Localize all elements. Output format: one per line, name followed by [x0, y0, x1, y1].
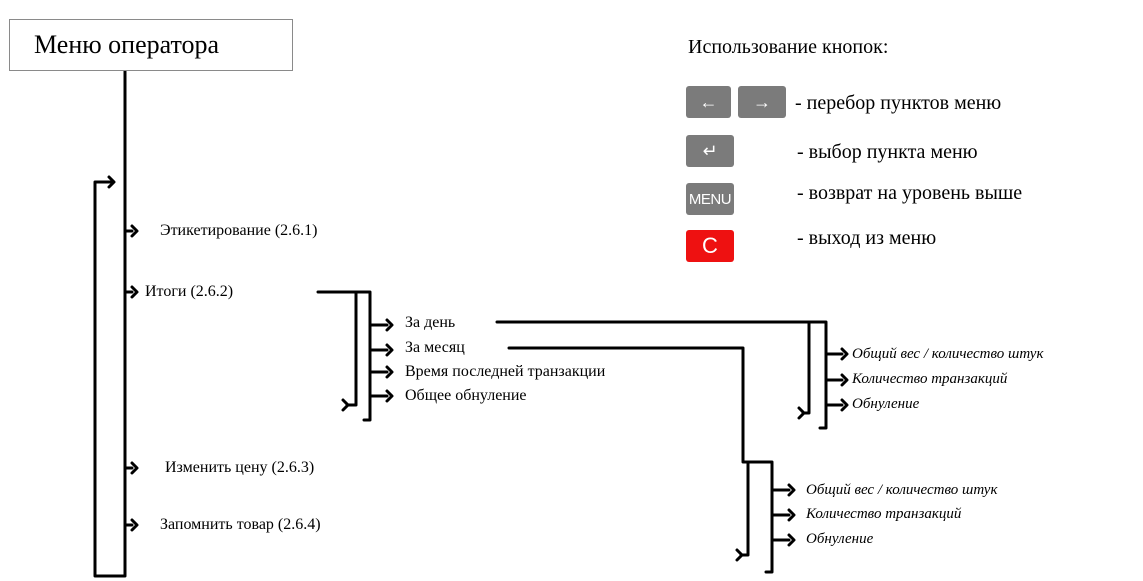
month-return-loop: [739, 460, 750, 557]
enter-key-icon: ↵: [686, 135, 734, 167]
month-item-reset: Обнуление: [806, 531, 874, 547]
loop-top-arrowhead: [107, 175, 116, 189]
totals-item-day: За день: [405, 314, 456, 331]
menu-item-totals: Итоги (2.6.2): [145, 283, 234, 300]
totals-item-last-transaction-time: Время последней транзакции: [405, 363, 606, 380]
totals-return-loop: [345, 290, 358, 407]
month-item-total-weight: Общий вес / количество штук: [806, 482, 998, 498]
totals-item-month: За месяц: [405, 339, 465, 356]
menu-item-labeling: Этикетирование (2.6.1): [160, 222, 318, 239]
month-connector-line: [507, 346, 745, 364]
totals-item-total-reset: Общее обнуление: [405, 387, 527, 404]
day-connector-line: [495, 320, 828, 342]
legend-desc-exit: - выход из меню: [797, 227, 937, 249]
legend-desc-back: - возврат на уровень выше: [797, 182, 1023, 204]
day-return-loop: [801, 320, 811, 415]
menu-item-remember-product: Запомнить товар (2.6.4): [160, 516, 321, 533]
legend-desc-select: - выбор пункта меню: [797, 141, 978, 163]
legend-title: Использование кнопок:: [688, 36, 889, 58]
operator-menu-title: Меню оператора: [9, 19, 293, 71]
day-item-total-weight: Общий вес / количество штук: [852, 346, 1044, 362]
day-item-reset: Обнуление: [852, 396, 920, 412]
month-sub-trunk: [764, 473, 774, 574]
menu-item-change-price: Изменить цену (2.6.3): [165, 459, 315, 476]
main-trunk-line: [93, 69, 127, 578]
legend-desc-navigate: - перебор пунктов меню: [795, 92, 1002, 114]
clear-key-icon: C: [686, 230, 734, 262]
left-arrow-key-icon: ←: [686, 86, 731, 118]
totals-sub-trunk: [362, 303, 372, 422]
day-item-transactions-count: Количество транзакций: [852, 371, 1008, 387]
month-long-vertical: [741, 360, 774, 477]
month-item-transactions-count: Количество транзакций: [806, 506, 962, 522]
day-sub-trunk: [818, 338, 828, 430]
right-arrow-key-icon: →: [738, 86, 786, 118]
menu-key-icon: MENU: [686, 183, 734, 215]
totals-connector-line: [316, 290, 372, 307]
